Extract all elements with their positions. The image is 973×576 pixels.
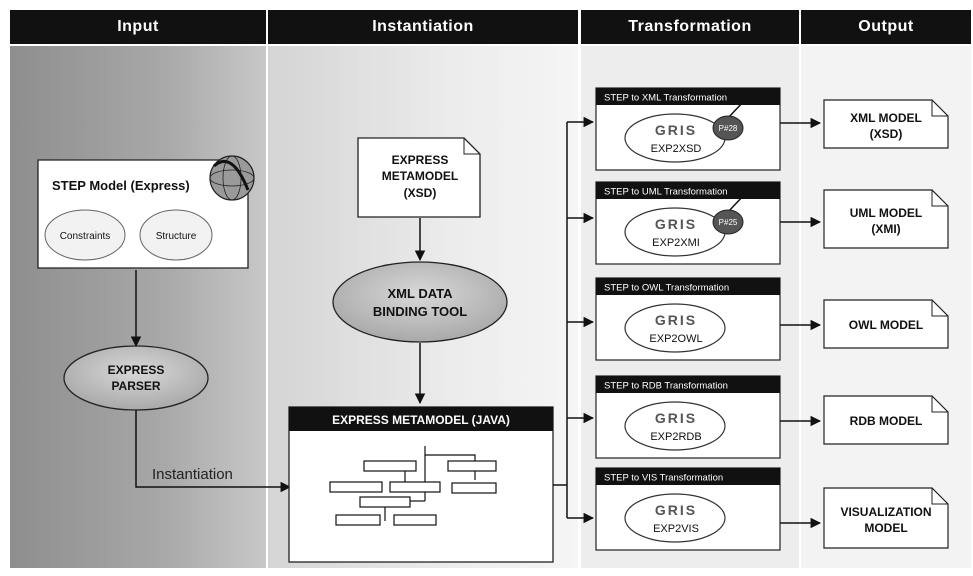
input-header-label: Input	[117, 18, 159, 35]
constraints-label: Constraints	[60, 231, 111, 242]
output-document-5: VISUALIZATION MODEL	[823, 487, 949, 549]
output-label-line2: (XSD)	[870, 127, 903, 141]
output-header-label: Output	[858, 18, 914, 35]
badge-label: P#28	[719, 124, 738, 133]
badge-label: P#25	[719, 218, 738, 227]
transformation-header: Transformation	[581, 10, 799, 44]
badge: P#25	[712, 194, 745, 235]
express-metamodel-xsd-document: EXPRESS METAMODEL (XSD)	[357, 137, 481, 218]
binding-tool-line2: BINDING TOOL	[373, 304, 467, 319]
output-document-1: XML MODEL (XSD)	[823, 99, 949, 149]
instantiation-arrow-label: Instantiation	[152, 466, 233, 483]
gris-logo: GRIS	[655, 122, 697, 138]
input-header: Input	[10, 10, 266, 44]
transformation-title: STEP to XML Transformation	[604, 93, 727, 104]
step-model-document: STEP Model (Express) Constraints Structu…	[37, 159, 249, 269]
globe-icon	[209, 155, 255, 201]
metamodel-xsd-line3: (XSD)	[404, 186, 437, 200]
metamodel-java-title: EXPRESS METAMODEL (JAVA)	[332, 413, 510, 427]
output-document-4: RDB MODEL	[823, 395, 949, 445]
transformation-header-label: Transformation	[628, 18, 752, 35]
metamodel-xsd-line2: METAMODEL	[382, 169, 458, 183]
transformation-title: STEP to VIS Transformation	[604, 473, 723, 484]
transformation-title: STEP to UML Transformation	[604, 187, 728, 198]
constraints-node: Constraints	[44, 209, 126, 261]
input-column-bg	[10, 46, 266, 568]
tool-label: EXP2XMI	[652, 237, 700, 249]
metamodel-xsd-line1: EXPRESS	[392, 153, 449, 167]
output-label-line1: VISUALIZATION	[840, 505, 931, 519]
badge: P#28	[712, 100, 745, 141]
output-label-line1: OWL MODEL	[849, 318, 923, 332]
output-document-3: OWL MODEL	[823, 299, 949, 349]
output-header: Output	[801, 10, 971, 44]
output-label-line1: RDB MODEL	[850, 414, 923, 428]
tool-label: EXP2VIS	[653, 523, 699, 535]
transformation-title: STEP to RDB Transformation	[604, 381, 728, 392]
instantiation-header: Instantiation	[268, 10, 578, 44]
transformation-title: STEP to OWL Transformation	[604, 283, 729, 294]
instantiation-header-label: Instantiation	[372, 18, 474, 35]
gris-logo: GRIS	[655, 502, 697, 518]
tool-label: EXP2OWL	[649, 333, 702, 345]
output-document-2: UML MODEL (XMI)	[823, 189, 949, 249]
express-parser-node: EXPRESS PARSER	[63, 345, 209, 411]
express-parser-line1: EXPRESS	[108, 363, 165, 377]
tool-label: EXP2XSD	[651, 143, 702, 155]
class-tree-icon	[329, 446, 497, 526]
output-label-line1: XML MODEL	[850, 111, 922, 125]
structure-label: Structure	[156, 231, 197, 242]
structure-node: Structure	[139, 209, 213, 261]
xml-data-binding-tool-node: XML DATA BINDING TOOL	[332, 261, 508, 343]
gris-logo: GRIS	[655, 410, 697, 426]
binding-tool-line1: XML DATA	[388, 286, 454, 301]
gris-logo: GRIS	[655, 312, 697, 328]
output-documents: XML MODEL (XSD) UML MODEL (XMI) OWL MODEL RDB…	[823, 99, 949, 549]
step-model-title: STEP Model (Express)	[52, 178, 190, 193]
express-metamodel-java-box: EXPRESS METAMODEL (JAVA)	[288, 406, 554, 563]
express-parser-line2: PARSER	[111, 379, 160, 393]
fan-out-connector	[553, 116, 595, 524]
arrow-parser-to-java	[135, 410, 292, 493]
tool-label: EXP2RDB	[650, 431, 701, 443]
output-label-line2: (XMI)	[871, 222, 900, 236]
output-label-line1: UML MODEL	[850, 206, 922, 220]
output-label-line2: MODEL	[864, 521, 907, 535]
gris-logo: GRIS	[655, 216, 697, 232]
